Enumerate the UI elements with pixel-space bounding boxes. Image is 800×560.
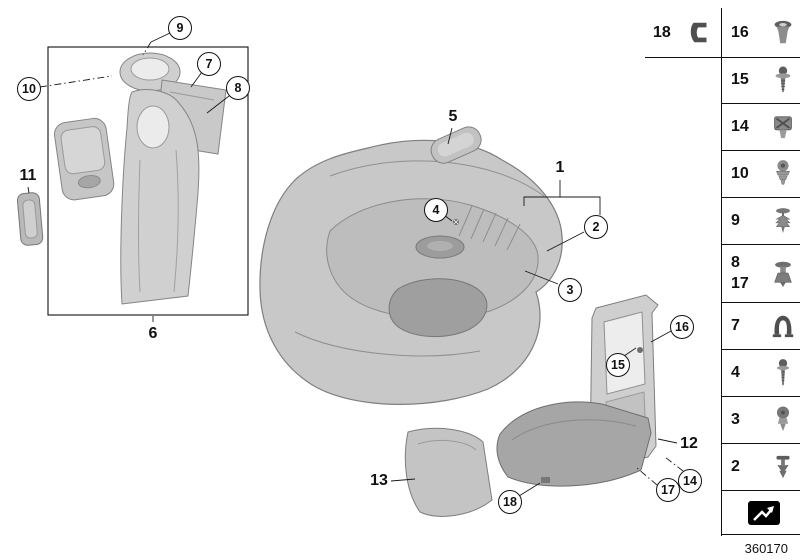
callout-8[interactable]: 8: [226, 76, 250, 100]
pillar-side-panel[interactable]: [53, 117, 115, 201]
rivet-icon: [770, 405, 796, 435]
plastic-nut-icon: [770, 112, 796, 142]
side-panel-part-13[interactable]: [404, 427, 493, 517]
part-label-5: 5: [448, 108, 458, 125]
legend-cell-4[interactable]: 4: [722, 350, 800, 397]
callout-4[interactable]: 4: [424, 198, 448, 222]
legend-cell-10[interactable]: 10: [722, 151, 800, 198]
pillar-trim-collar[interactable]: [119, 52, 181, 92]
lower-kick-panel[interactable]: [496, 401, 652, 487]
legend-cell-crossref[interactable]: [722, 491, 800, 535]
callout-16[interactable]: 16: [670, 315, 694, 339]
callout-2[interactable]: 2: [584, 215, 608, 239]
callout-17[interactable]: 17: [656, 478, 680, 502]
b-pillar-lower-trim[interactable]: [120, 89, 200, 305]
cross-reference-arrow-icon: [745, 498, 783, 528]
legend-column: 15 14 10 9: [722, 57, 800, 535]
callout-3[interactable]: 3: [558, 278, 582, 302]
legend-cell-9[interactable]: 9: [722, 198, 800, 245]
leader-lines: [27, 32, 684, 497]
expanding-rivet-icon: [770, 259, 796, 289]
screw-icon: [770, 358, 796, 388]
expanding-clip-icon: [770, 206, 796, 236]
legend-cell-2[interactable]: 2: [722, 444, 800, 491]
fastener-legend-table: 18 16 15 14: [645, 8, 800, 536]
legend-cell-7[interactable]: 7: [722, 303, 800, 350]
screw-grommet-icon: [770, 159, 796, 189]
grommet-icon: [770, 18, 796, 48]
door-trim-panel[interactable]: [259, 139, 563, 405]
table-divider: [721, 8, 722, 536]
metal-clip-icon: [770, 311, 796, 341]
part-label-12: 12: [680, 435, 698, 452]
legend-cell-8-17[interactable]: 8 17: [722, 245, 800, 303]
clip-icon: [770, 452, 796, 482]
callout-18[interactable]: 18: [498, 490, 522, 514]
part-label-6: 6: [148, 325, 158, 342]
legend-cell-16[interactable]: 16: [721, 8, 800, 57]
screw-fastener-mark: [453, 219, 459, 225]
callout-14[interactable]: 14: [678, 469, 702, 493]
legend-top-row: 18 16: [645, 8, 800, 58]
callout-10[interactable]: 10: [17, 77, 41, 101]
callout-15[interactable]: 15: [606, 353, 630, 377]
trim-strip-part-11[interactable]: [16, 192, 44, 246]
legend-cell-18[interactable]: 18: [645, 8, 721, 57]
spring-clip-icon: [687, 18, 713, 48]
diagram-number: 360170: [744, 541, 788, 556]
part-label-1: 1: [555, 159, 565, 176]
part-label-13: 13: [370, 472, 388, 489]
part-label-11: 11: [19, 167, 37, 184]
legend-cell-14[interactable]: 14: [722, 104, 800, 151]
legend-cell-15[interactable]: 15: [722, 57, 800, 104]
screw-washer-icon: [770, 65, 796, 95]
legend-cell-3[interactable]: 3: [722, 397, 800, 444]
callout-9[interactable]: 9: [168, 16, 192, 40]
callout-7[interactable]: 7: [197, 52, 221, 76]
